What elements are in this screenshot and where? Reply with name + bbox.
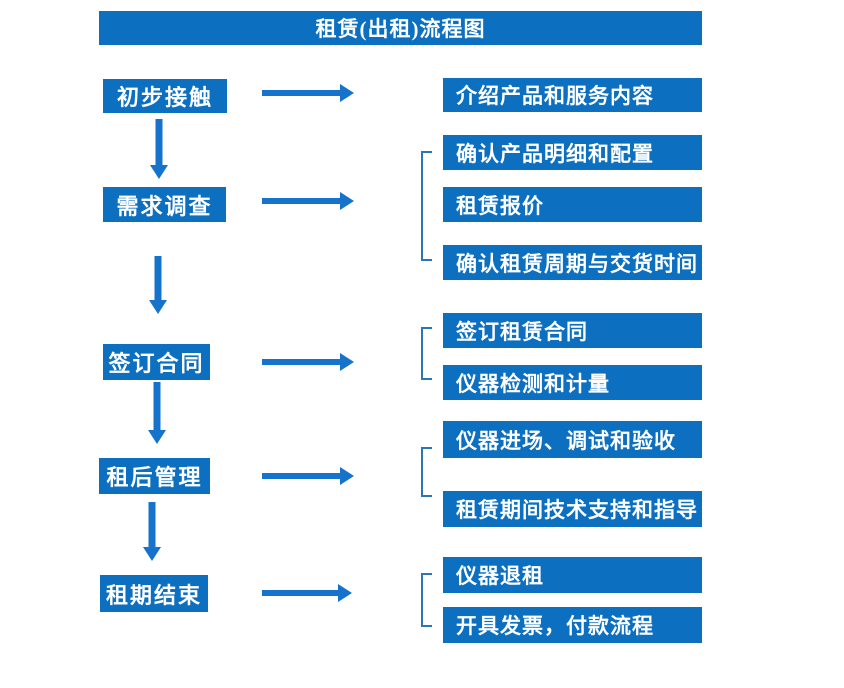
title-bar: 租赁(出租)流程图 [99,11,702,45]
step-box-rental-end: 租期结束 [100,575,208,612]
right-arrow-icon [262,467,354,485]
group-bracket [421,327,432,380]
detail-box-instrument-return: 仪器退租 [443,557,702,593]
detail-box-sign-rental-contract: 签订租赁合同 [443,313,702,348]
page-title: 租赁(出租)流程图 [315,17,486,41]
right-arrow-icon [262,84,354,102]
right-arrow-icon [262,192,354,210]
detail-box-rental-quotation: 租赁报价 [443,187,702,222]
right-arrow-icon [262,584,352,602]
group-bracket [421,447,432,497]
step-box-demand-survey: 需求调查 [103,187,226,222]
group-bracket [421,151,432,261]
detail-box-technical-support: 租赁期间技术支持和指导 [443,491,702,527]
detail-box-introduce-products-services: 介绍产品和服务内容 [443,78,702,112]
detail-box-confirm-product-details: 确认产品明细和配置 [443,135,702,170]
step-box-sign-contract: 签订合同 [103,344,210,380]
step-box-post-rental-management: 租后管理 [99,458,210,494]
down-arrow-icon [142,502,162,561]
detail-box-instrument-setup-acceptance: 仪器进场、调试和验收 [443,421,702,458]
down-arrow-icon [147,382,167,444]
detail-box-invoice-payment: 开具发票，付款流程 [443,607,702,643]
step-box-initial-contact: 初步接触 [103,79,227,113]
down-arrow-icon [149,119,169,179]
detail-box-confirm-period-delivery: 确认租赁周期与交货时间 [443,245,702,280]
detail-box-instrument-testing: 仪器检测和计量 [443,365,702,400]
group-bracket [421,573,432,627]
right-arrow-icon [262,353,354,371]
down-arrow-icon [148,256,168,314]
